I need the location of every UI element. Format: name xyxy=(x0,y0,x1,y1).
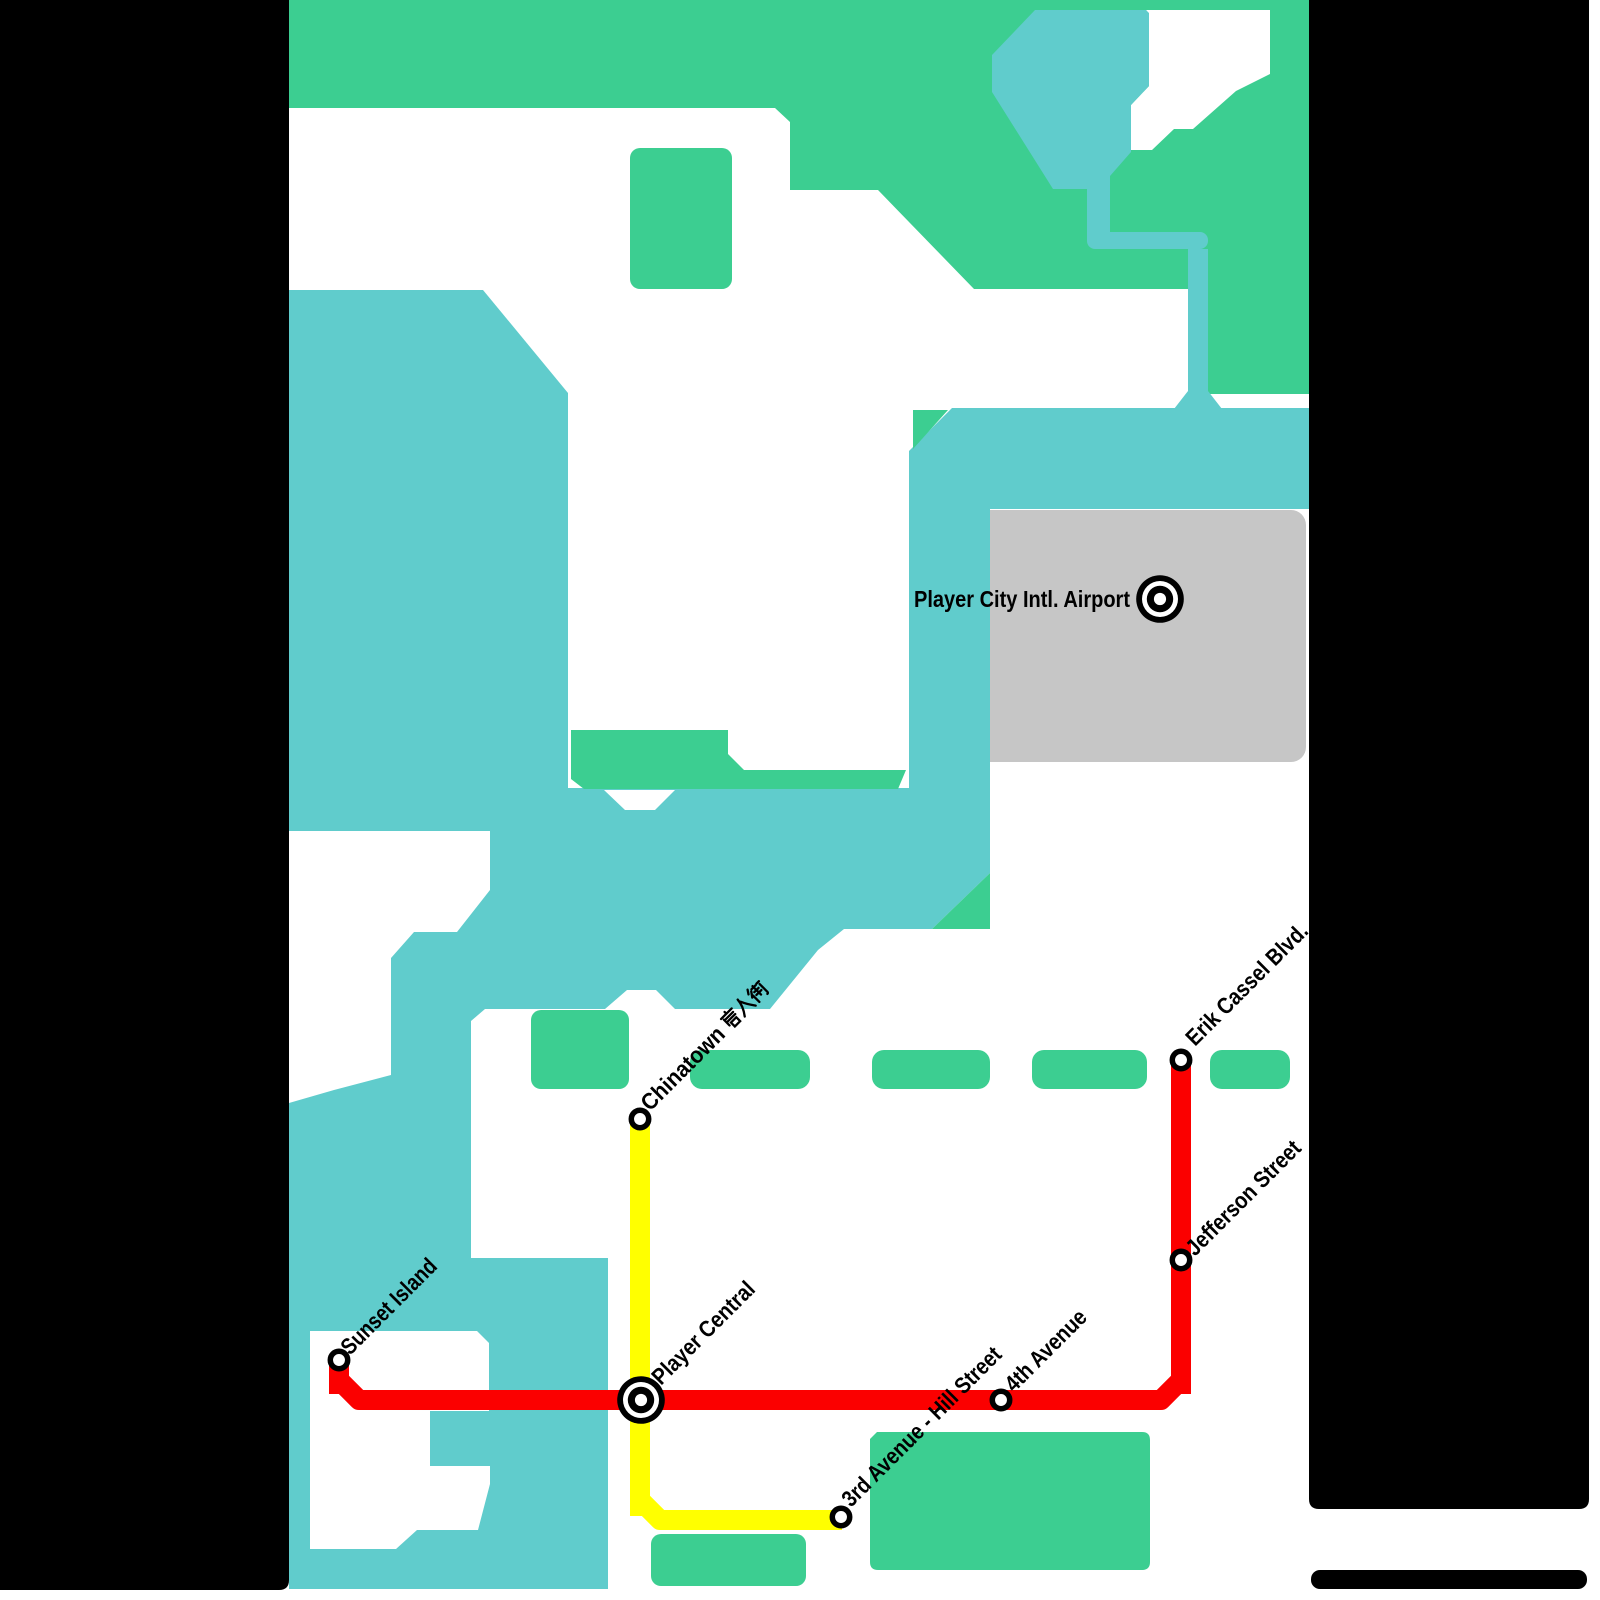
svg-text:Player City Intl. Airport: Player City Intl. Airport xyxy=(914,586,1130,612)
